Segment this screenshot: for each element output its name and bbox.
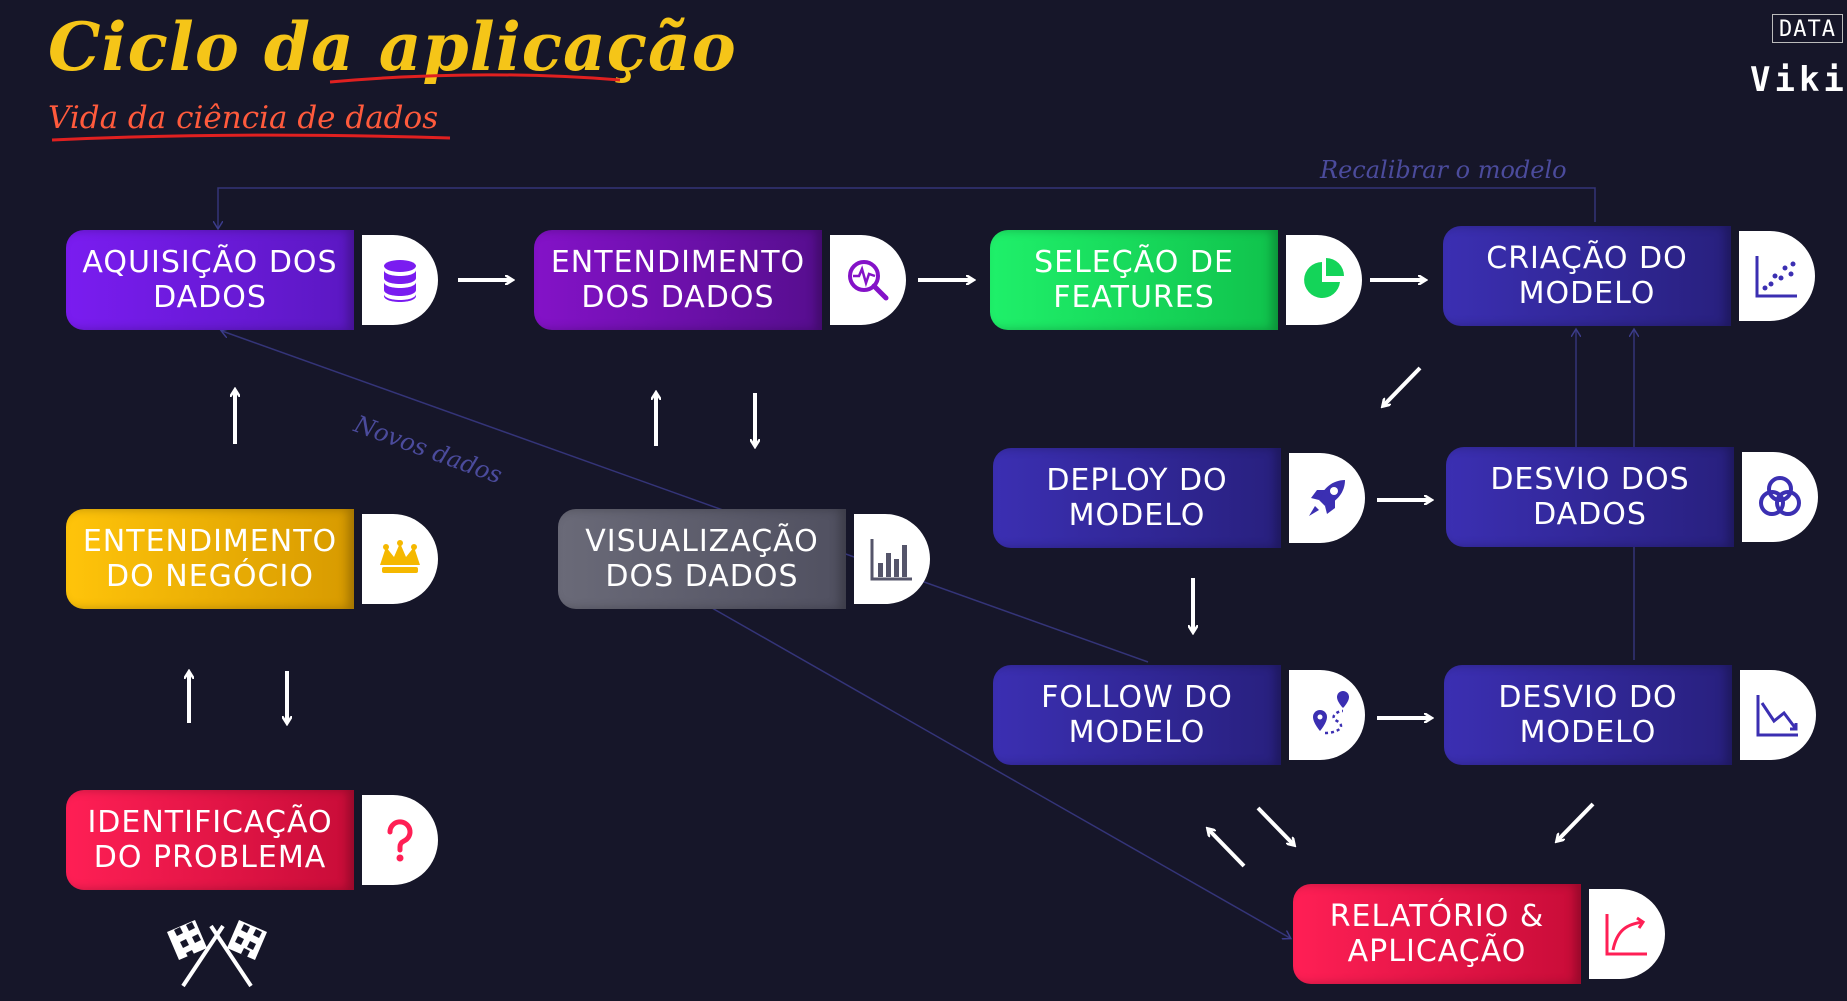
node-label-line: ENTENDIMENTO <box>550 245 806 280</box>
node-label-line: IDENTIFICAÇÃO <box>87 805 333 840</box>
question-icon <box>362 795 438 885</box>
node-report-application-label: RELATÓRIO &APLICAÇÃO <box>1293 884 1581 984</box>
magnify-pulse-icon <box>830 235 906 325</box>
arrow-report-to-follow <box>1208 829 1246 868</box>
node-label-line: DO NEGÓCIO <box>106 559 314 594</box>
node-label-line: DOS DADOS <box>581 280 775 315</box>
route-pin-icon <box>1289 670 1365 760</box>
arrow-model-drift-to-report <box>1557 802 1595 841</box>
node-label-line: DEPLOY DO <box>1046 463 1228 498</box>
node-label-line: MODELO <box>1519 715 1657 750</box>
growth-chart-icon <box>1589 889 1665 979</box>
checkered-flags-icon <box>167 920 267 988</box>
node-label-line: DO PROBLEMA <box>93 840 327 875</box>
node-label-line: MODELO <box>1068 715 1206 750</box>
declining-chart-icon <box>1740 670 1816 760</box>
rocket-icon <box>1289 453 1365 543</box>
node-report-application[interactable]: RELATÓRIO &APLICAÇÃO <box>1293 884 1665 984</box>
venn-icon <box>1742 452 1818 542</box>
recalibrate-loop-line <box>218 187 1596 228</box>
node-label-line: DOS DADOS <box>605 559 799 594</box>
database-icon <box>362 235 438 325</box>
node-label-line: APLICAÇÃO <box>1347 934 1527 969</box>
scatter-chart-icon <box>1739 231 1815 321</box>
node-label-line: FOLLOW DO <box>1041 680 1233 715</box>
new-data-line <box>222 331 1149 663</box>
node-label-line: MODELO <box>1068 498 1206 533</box>
node-label-line: ENTENDIMENTO <box>82 524 338 559</box>
pie-chart-icon <box>1286 235 1362 325</box>
arrow-follow-to-report <box>1256 806 1294 845</box>
node-label-line: MODELO <box>1518 276 1656 311</box>
node-label-line: SELEÇÃO DE <box>1034 245 1234 280</box>
logo-line-1: DATA <box>1772 14 1843 43</box>
node-label-line: RELATÓRIO & <box>1329 899 1545 934</box>
node-label-line: DESVIO DO <box>1498 680 1678 715</box>
title-underline <box>329 73 621 84</box>
visualization-to-report-line <box>711 607 1290 938</box>
logo-line-2: Vikings <box>1750 60 1847 100</box>
node-label-line: FEATURES <box>1053 280 1215 315</box>
node-label-line: DADOS <box>1533 497 1647 532</box>
node-label-line: VISUALIZAÇÃO <box>585 524 819 559</box>
node-label-line: CRIAÇÃO DO <box>1486 241 1688 276</box>
page-title: Ciclo da aplicação <box>48 8 737 86</box>
node-label-line: DADOS <box>153 280 267 315</box>
page-subtitle: Vida da ciência de dados <box>48 100 439 136</box>
node-label-line: DESVIO DOS <box>1490 462 1690 497</box>
recalibrate-note: Recalibrar o modelo <box>1320 156 1567 184</box>
brand-logo: DATA Vikings <box>1732 8 1847 108</box>
arrow-model-to-deploy <box>1383 366 1422 406</box>
subtitle-underline <box>51 133 451 142</box>
crown-icon <box>362 514 438 604</box>
node-label-line: AQUISIÇÃO DOS <box>82 245 338 280</box>
bar-chart-icon <box>854 514 930 604</box>
